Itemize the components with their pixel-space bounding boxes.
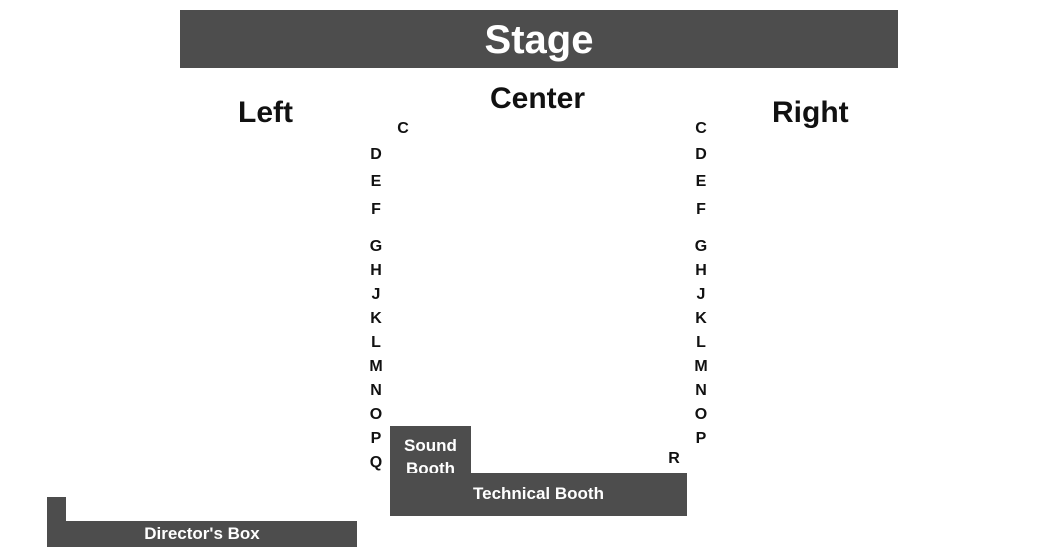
row-label-left-l: L <box>371 334 381 351</box>
row-label-left-q: Q <box>369 454 383 471</box>
row-label-right-o: O <box>694 406 708 423</box>
section-label-left[interactable]: Left <box>238 96 293 129</box>
row-label-right-n: N <box>695 382 707 399</box>
row-label-left-o: O <box>369 406 383 423</box>
row-label-left-j: J <box>371 286 381 303</box>
row-label-r: R <box>668 450 680 467</box>
row-label-right-p: P <box>695 430 707 447</box>
row-label-right-l: L <box>696 334 706 351</box>
row-label-left-f: F <box>371 201 381 218</box>
stage-label: Stage <box>484 18 594 62</box>
directors-box-label: Director's Box <box>144 524 260 543</box>
row-label-left-n: N <box>370 382 382 399</box>
directors-box: Director's Box <box>47 521 357 547</box>
technical-booth-label: Technical Booth <box>473 484 604 503</box>
stage-block: Stage <box>180 10 898 68</box>
row-label-right-f: F <box>696 201 706 218</box>
row-label-left-p: P <box>370 430 382 447</box>
row-label-right-g: G <box>694 238 708 255</box>
section-label-right[interactable]: Right <box>772 96 849 129</box>
technical-booth: Technical Booth <box>390 473 687 516</box>
row-label-right-e: E <box>695 173 707 190</box>
row-label-right-j: J <box>696 286 706 303</box>
row-label-left-d: D <box>370 146 382 163</box>
row-label-left-m: M <box>369 358 383 375</box>
row-label-left-e: E <box>370 173 382 190</box>
row-label-right-d: D <box>695 146 707 163</box>
row-label-right-c: C <box>695 120 707 137</box>
sound-booth-label-line1: Sound <box>404 436 457 455</box>
row-label-right-m: M <box>694 358 708 375</box>
row-label-right-k: K <box>695 310 707 327</box>
row-label-right-h: H <box>695 262 707 279</box>
row-label-left-c: C <box>397 120 409 137</box>
row-label-left-h: H <box>370 262 382 279</box>
section-label-center[interactable]: Center <box>490 82 586 115</box>
row-label-left-g: G <box>369 238 383 255</box>
row-label-left-k: K <box>370 310 382 327</box>
